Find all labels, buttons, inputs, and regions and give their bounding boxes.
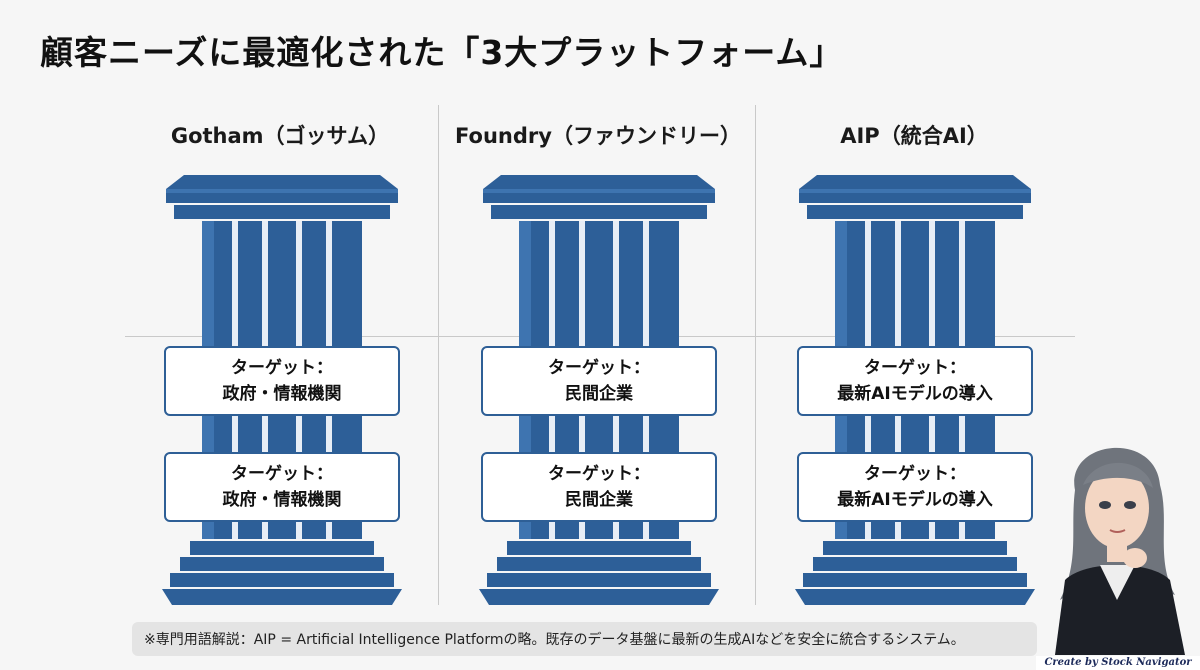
credit-label: Create by Stock Navigator <box>1036 656 1200 670</box>
target-card: ターゲット： 政府・情報機関 <box>164 346 400 416</box>
column-divider <box>438 105 439 605</box>
presenter-avatar <box>1055 447 1185 655</box>
target-card: ターゲット： 民間企業 <box>481 452 717 522</box>
target-card: ターゲット： 最新AIモデルの導入 <box>797 346 1033 416</box>
target-card: ターゲット： 政府・情報機関 <box>164 452 400 522</box>
column-heading-aip: AIP（統合AI） <box>840 124 988 148</box>
column-heading-foundry: Foundry（ファウンドリー） <box>455 124 741 148</box>
target-card: ターゲット： 民間企業 <box>481 346 717 416</box>
footnote: ※専門用語解説：AIP = Artificial Intelligence Pl… <box>132 622 1037 656</box>
column-divider <box>755 105 756 605</box>
page-title: 顧客ニーズに最適化された「3大プラットフォーム」 <box>40 33 844 72</box>
column-heading-gotham: Gotham（ゴッサム） <box>170 124 390 148</box>
target-card: ターゲット： 最新AIモデルの導入 <box>797 452 1033 522</box>
